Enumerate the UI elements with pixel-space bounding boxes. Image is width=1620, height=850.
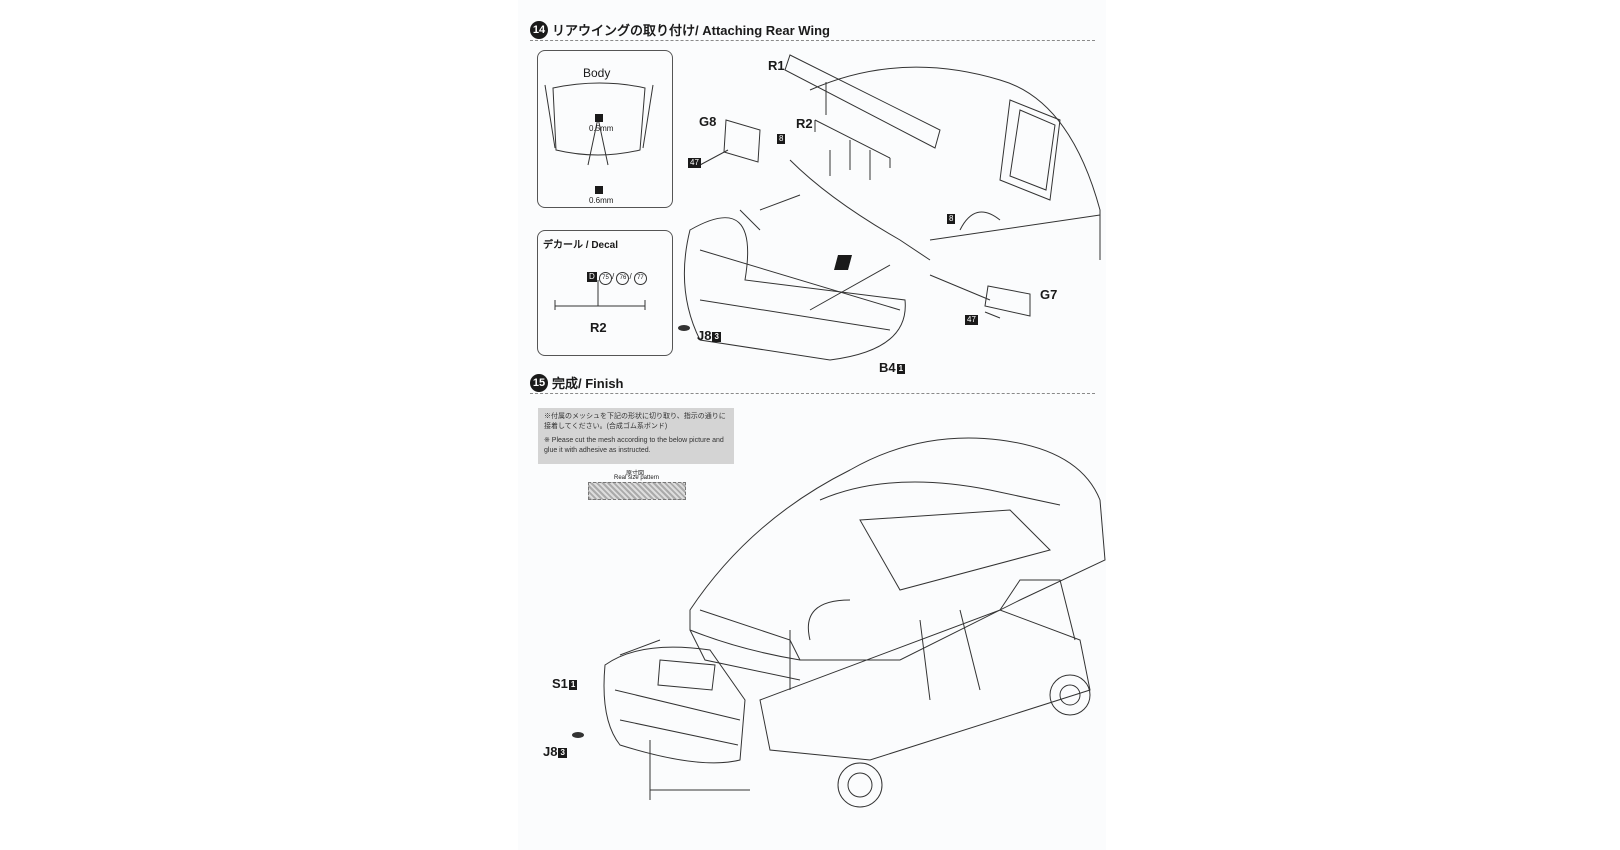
b4-label: B4 <box>879 360 896 375</box>
j8-label: J8 <box>697 328 712 343</box>
s1-label: S1 <box>552 676 568 691</box>
tag-47-left: 47 <box>688 158 701 168</box>
mesh-caption-en: Real size pattern <box>614 475 660 481</box>
step-14-title: リアウイングの取り付け/ Attaching Rear Wing <box>552 23 830 38</box>
decal-part-r2: R2 <box>590 320 607 335</box>
step-14-number: 14 <box>530 20 548 39</box>
mesh-pattern <box>588 482 686 500</box>
step-15-title: 完成/ Finish <box>552 376 624 391</box>
decal-box-title: デカール / Decal <box>543 240 619 251</box>
s1-tag: 1 <box>568 679 578 690</box>
tag-47-right: 47 <box>965 315 978 325</box>
mesh-caption-jp: 原寸図 <box>626 471 645 477</box>
b4-tag: 1 <box>896 363 906 374</box>
body-detail-box <box>537 50 673 208</box>
j8-tag-finish: 3 <box>558 747 567 758</box>
mesh-note-en: ※ Please cut the mesh according to the b… <box>544 437 724 454</box>
decal-code-76: 76 <box>616 272 630 286</box>
body-dim-top: 0.5mm <box>589 124 614 133</box>
decal-code-77: 77 <box>633 272 647 286</box>
mesh-note-jp: ※付属のメッシュを下記の形状に切り取り、指示の通りに接着してください。(合成ゴム… <box>544 413 726 430</box>
body-dim-bottom: 0.6mm <box>589 196 614 205</box>
decal-detail-box <box>537 230 673 356</box>
step-15-divider <box>530 393 1095 394</box>
part-g7: G7 <box>1040 287 1058 302</box>
mesh-note: ※付属のメッシュを下記の形状に切り取り、指示の通りに接着してください。(合成ゴム… <box>538 408 734 464</box>
tag-8-right: 8 <box>947 214 956 224</box>
decal-code-d: D <box>587 272 597 282</box>
j8-tag: 3 <box>712 331 721 342</box>
step-14-header: 14 リアウイングの取り付け/ Attaching Rear Wing <box>530 20 830 39</box>
step-15-header: 15 完成/ Finish <box>530 373 624 392</box>
part-r1: R1 <box>768 58 785 73</box>
part-r2: R2 <box>796 116 813 131</box>
tag-8-left: 8 <box>777 134 786 144</box>
decal-code-75: 75 <box>599 272 613 286</box>
step-15-number: 15 <box>530 373 548 392</box>
step-14-divider <box>530 40 1095 41</box>
part-g8: G8 <box>699 114 717 129</box>
body-box-title: Body <box>583 66 611 80</box>
j8-label-finish: J8 <box>543 744 558 759</box>
decal-codes: D 75/ 76/ 77 <box>586 272 647 286</box>
